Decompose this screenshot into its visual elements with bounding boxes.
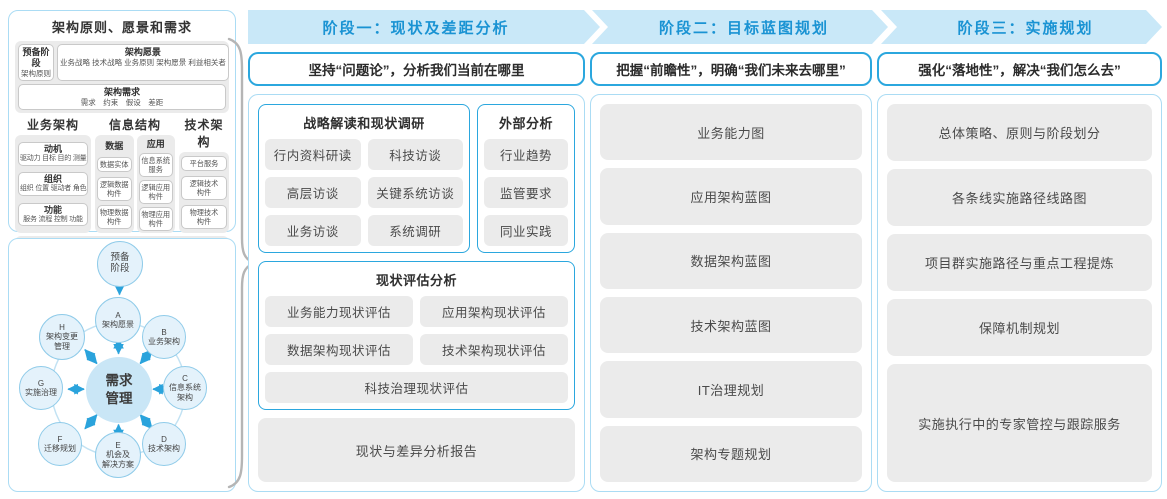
key-system-interview-chip: 关键系统访谈 — [367, 177, 463, 208]
business-capability-assessment-chip: 业务能力现状评估 — [265, 296, 413, 327]
adm-node-g-governance: G 实施治理 — [19, 366, 63, 410]
adm-node-preliminary: 预备 阶段 — [97, 241, 143, 287]
information-structure-column: 信息结构 数据 数据实体 逻辑数据 构件 物理数据 构件 应用 信息系统 服务 … — [95, 116, 175, 234]
info-system-service-chip: 信息系统 服务 — [138, 153, 173, 178]
current-state-assessment-title: 现状评估分析 — [375, 273, 457, 288]
data-subcolumn-header: 数据 — [105, 140, 124, 151]
adm-node-f-migration: F 迁移规划 — [38, 422, 82, 466]
phase-3-header: 阶段三：实施规划 — [881, 10, 1162, 44]
organization-box: 组织 组织 位置 驱动者 角色 — [18, 172, 88, 196]
adm-node-requirements-management: 需求 管理 — [86, 357, 152, 423]
adm-node-c-infosystem: C 信息系统 架构 — [163, 366, 207, 410]
architecture-framework-panel: 架构原则、愿景和需求 预备阶段 架构原则 架构愿景 业务战略 技术战略 业务原则… — [8, 10, 236, 278]
architecture-vision-title: 架构愿景 — [124, 47, 161, 57]
domain-architecture-columns: 业务架构 动机 驱动力 目标 目的 测量 组织 组织 位置 驱动者 角色 功能 … — [15, 116, 229, 234]
application-blueprint-chip: 应用架构蓝图 — [600, 168, 862, 225]
business-interview-chip: 业务访谈 — [265, 215, 361, 246]
adm-node-b-business: B 业务架构 — [142, 315, 186, 359]
phase-1-slogan: 坚持“问题论”，分析我们当前在哪里 — [248, 52, 585, 86]
internal-materials-chip: 行内资料研读 — [265, 139, 361, 170]
technology-architecture-assessment-chip: 技术架构现状评估 — [420, 334, 568, 365]
current-state-assessment-box: 现状评估分析 业务能力现状评估 应用架构现状评估 数据架构现状评估 技术架构现状… — [258, 261, 575, 410]
strategy-research-title: 战略解读和现状调研 — [303, 116, 425, 131]
architecture-vision-box: 架构愿景 业务战略 技术战略 业务原则 架构愿景 利益相关者 — [57, 44, 229, 81]
logical-app-chip: 逻辑应用 构件 — [138, 180, 173, 205]
application-subcolumn-header: 应用 — [146, 139, 165, 150]
adm-cycle-panel: 预备 阶段 A 架构愿景 B 业务架构 H 架构变更 管理 C 信息系统 架构 … — [8, 238, 236, 492]
data-architecture-assessment-chip: 数据架构现状评估 — [265, 334, 413, 365]
gap-analysis-report-chip: 现状与差异分析报告 — [258, 418, 575, 482]
implementation-roadmap-chip: 各条线实施路径线路图 — [887, 169, 1152, 227]
peer-practice-chip: 同业实践 — [484, 215, 568, 246]
logical-data-chip: 逻辑数据 构件 — [97, 176, 132, 201]
logical-tech-chip: 逻辑技术 构件 — [181, 176, 227, 201]
phase-1-header: 阶段一：现状及差距分析 — [248, 10, 600, 44]
it-governance-plan-chip: IT治理规划 — [600, 361, 862, 418]
executive-interview-chip: 高层访谈 — [265, 177, 361, 208]
technology-architecture-column: 技术架构 平台服务 逻辑技术 构件 物理技术 构件 — [179, 116, 229, 234]
regulatory-requirements-chip: 监管要求 — [484, 177, 568, 208]
overall-strategy-chip: 总体策略、原则与阶段划分 — [887, 104, 1152, 162]
program-path-chip: 项目群实施路径与重点工程提炼 — [887, 234, 1152, 292]
phase-2-header: 阶段二：目标蓝图规划 — [592, 10, 888, 44]
physical-app-chip: 物理应用 构件 — [138, 207, 173, 232]
external-analysis-title: 外部分析 — [498, 116, 553, 131]
prep-phase-sub: 架构原则 — [21, 68, 51, 78]
motivation-sub: 驱动力 目标 目的 测量 — [20, 154, 87, 162]
data-subcolumn: 数据 数据实体 逻辑数据 构件 物理数据 构件 — [95, 135, 134, 234]
external-analysis-box: 外部分析 行业趋势 监管要求 同业实践 — [477, 104, 575, 253]
adm-node-d-technology: D 技术架构 — [142, 422, 186, 466]
application-architecture-assessment-chip: 应用架构现状评估 — [420, 296, 568, 327]
center-f-arrow-icon — [84, 414, 98, 430]
physical-data-chip: 物理数据 构件 — [97, 205, 132, 230]
tech-interview-chip: 科技访谈 — [367, 139, 463, 170]
architecture-vision-sub: 业务战略 技术战略 业务原则 架构愿景 利益相关者 — [60, 57, 226, 67]
business-architecture-column: 业务架构 动机 驱动力 目标 目的 测量 组织 组织 位置 驱动者 角色 功能 … — [15, 116, 91, 234]
adm-node-a-vision: A 架构愿景 — [95, 297, 141, 343]
platform-service-chip: 平台服务 — [181, 156, 227, 172]
data-blueprint-chip: 数据架构蓝图 — [600, 232, 862, 289]
organization-title: 组织 — [43, 174, 62, 185]
architecture-requirements-box: 架构需求 需求 约束 假设 差距 — [18, 83, 226, 111]
prep-phase-title: 预备阶段 — [22, 47, 50, 68]
function-sub: 服务 流程 控制 功能 — [23, 215, 83, 223]
data-entity-chip: 数据实体 — [97, 156, 132, 172]
adm-node-h-change: H 架构变更 管理 — [39, 314, 85, 360]
phase-3-slogan: 强化“落地性”，解决“我们怎么去” — [877, 52, 1162, 86]
organization-sub: 组织 位置 驱动者 角色 — [20, 185, 87, 193]
phase-2-slogan: 把握“前瞻性”，明确“我们未来去哪里” — [590, 52, 872, 86]
function-title: 功能 — [43, 204, 62, 215]
principles-section: 预备阶段 架构原则 架构愿景 业务战略 技术战略 业务原则 架构愿景 利益相关者… — [15, 41, 229, 114]
technology-blueprint-chip: 技术架构蓝图 — [600, 296, 862, 354]
system-research-chip: 系统调研 — [367, 215, 463, 246]
phase-3-content-panel: 总体策略、原则与阶段划分 各条线实施路径线路图 项目群实施路径与重点工程提炼 保… — [877, 94, 1162, 492]
architecture-topic-plan-chip: 架构专题规划 — [600, 425, 862, 482]
prep-phase-box: 预备阶段 架构原则 — [18, 44, 54, 81]
business-architecture-header: 业务架构 — [26, 118, 79, 133]
business-capability-map-chip: 业务能力图 — [600, 104, 862, 161]
motivation-title: 动机 — [43, 143, 62, 154]
adm-node-e-opportunities: E 机会及 解决方案 — [95, 432, 141, 478]
physical-tech-chip: 物理技术 构件 — [181, 205, 227, 230]
safeguard-mechanism-chip: 保障机制规划 — [887, 299, 1152, 357]
framework-panel-title: 架构原则、愿景和需求 — [51, 20, 192, 35]
phase-1-content-panel: 战略解读和现状调研 行内资料研读 科技访谈 高层访谈 关键系统访谈 业务访谈 系… — [248, 94, 585, 492]
application-subcolumn: 应用 信息系统 服务 逻辑应用 构件 物理应用 构件 — [136, 135, 175, 234]
architecture-requirements-sub: 需求 约束 假设 差距 — [80, 97, 164, 107]
technology-architecture-header: 技术架构 — [184, 118, 224, 150]
phase-2-content-panel: 业务能力图 应用架构蓝图 数据架构蓝图 技术架构蓝图 IT治理规划 架构专题规划 — [590, 94, 872, 492]
architecture-requirements-title: 架构需求 — [103, 86, 140, 97]
strategy-research-box: 战略解读和现状调研 行内资料研读 科技访谈 高层访谈 关键系统访谈 业务访谈 系… — [258, 104, 470, 253]
information-structure-header: 信息结构 — [108, 118, 161, 133]
center-h-arrow-icon — [84, 349, 98, 365]
industry-trends-chip: 行业趋势 — [484, 139, 568, 170]
it-governance-assessment-chip: 科技治理现状评估 — [265, 372, 568, 403]
function-box: 功能 服务 流程 控制 功能 — [18, 202, 88, 227]
expert-tracking-service-chip: 实施执行中的专家管控与跟踪服务 — [887, 364, 1152, 483]
motivation-box: 动机 驱动力 目标 目的 测量 — [18, 141, 88, 166]
